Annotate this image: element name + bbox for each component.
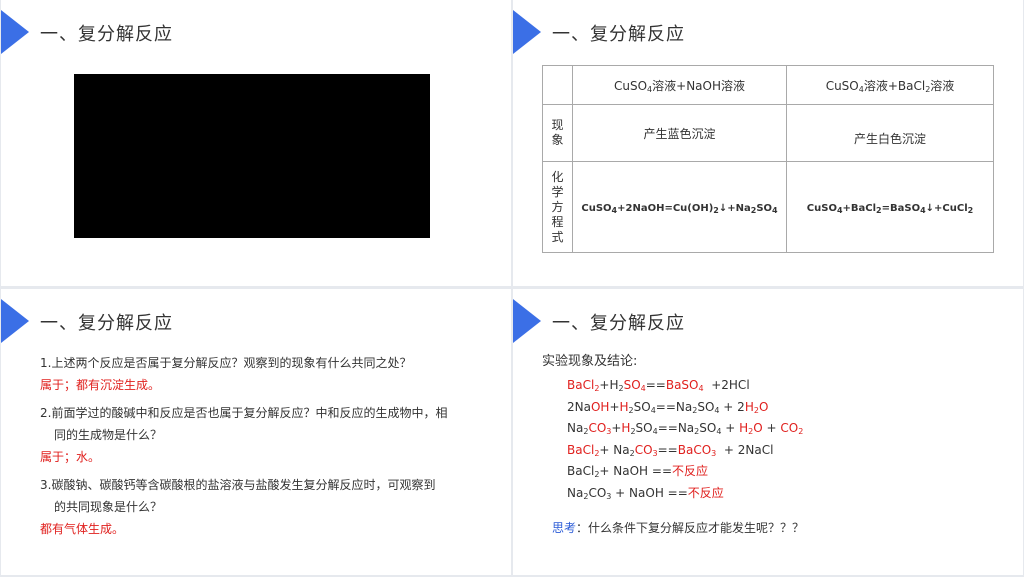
title-triangle-icon bbox=[1, 10, 29, 54]
row-equation-label: 化学方程式 bbox=[542, 161, 573, 253]
reaction-table: CuSO4溶液+NaOH溶液 CuSO4溶液+BaCl2溶液 现象 产生蓝色沉淀… bbox=[542, 65, 994, 253]
table-corner-cell bbox=[542, 65, 573, 105]
slide-title: 一、复分解反应 bbox=[40, 313, 173, 334]
question-2: 2.前面学过的酸碱中和反应是否也属于复分解反应？中和反应的生成物中，相同的生成物… bbox=[40, 406, 448, 442]
slide-conclusion: 一、复分解反应 实验现象及结论: BaCl2+H2SO4==BaSO4 +2HC… bbox=[513, 289, 1023, 575]
equation-line-6: Na2CO3 + NaOH ==不反应 bbox=[567, 485, 724, 501]
row-phenomenon-label: 现象 bbox=[542, 104, 573, 162]
video-placeholder[interactable] bbox=[74, 74, 430, 238]
equation-list: BaCl2+H2SO4==BaSO4 +2HCl 2NaOH+H2SO4==Na… bbox=[567, 375, 803, 504]
answer-1: 属于；都有沉淀生成。 bbox=[40, 378, 161, 392]
question-1: 1.上述两个反应是否属于复分解反应？观察到的现象有什么共同之处？ bbox=[40, 356, 412, 370]
equation-1: CuSO4+2NaOH=Cu(OH)2↓+Na2SO4 bbox=[572, 161, 787, 253]
think-question: 思考：什么条件下复分解反应才能发生呢？？？ bbox=[552, 521, 805, 535]
col1-header: CuSO4溶液+NaOH溶液 bbox=[572, 65, 787, 105]
slide-video: 一、复分解反应 bbox=[1, 0, 511, 286]
question-3: 3.碳酸钠、碳酸钙等含碳酸根的盐溶液与盐酸发生复分解反应时，可观察到的共同现象是… bbox=[40, 478, 436, 514]
conclusion-heading: 实验现象及结论: bbox=[542, 354, 638, 369]
equation-2: CuSO4+BaCl2=BaSO4↓+CuCl2 bbox=[786, 161, 994, 253]
slide-title: 一、复分解反应 bbox=[40, 24, 173, 45]
title-triangle-icon bbox=[513, 299, 541, 343]
slide-questions: 一、复分解反应 1.上述两个反应是否属于复分解反应？观察到的现象有什么共同之处？… bbox=[1, 289, 511, 575]
col2-header: CuSO4溶液+BaCl2溶液 bbox=[786, 65, 994, 105]
slide-title: 一、复分解反应 bbox=[552, 313, 685, 334]
equation-line-2: 2NaOH+H2SO4==Na2SO4 + 2H2O bbox=[567, 399, 769, 415]
question-list: 1.上述两个反应是否属于复分解反应？观察到的现象有什么共同之处？ 属于；都有沉淀… bbox=[40, 352, 490, 546]
title-triangle-icon bbox=[1, 299, 29, 343]
answer-2: 属于；水。 bbox=[40, 450, 101, 464]
equation-line-4: BaCl2+ Na2CO3==BaCO3 + 2NaCl bbox=[567, 442, 774, 458]
slide-title: 一、复分解反应 bbox=[552, 24, 685, 45]
equation-line-5: BaCl2+ NaOH ==不反应 bbox=[567, 464, 709, 479]
equation-line-3: Na2CO3+H2SO4==Na2SO4 + H2O + CO2 bbox=[567, 421, 804, 436]
phenomenon-1: 产生蓝色沉淀 bbox=[572, 104, 787, 162]
phenomenon-2: 产生白色沉淀 bbox=[786, 104, 994, 162]
equation-line-1: BaCl2+H2SO4==BaSO4 +2HCl bbox=[567, 378, 750, 393]
slide-table: 一、复分解反应 CuSO4溶液+NaOH溶液 CuSO4溶液+BaCl2溶液 现… bbox=[513, 0, 1023, 286]
title-triangle-icon bbox=[513, 10, 541, 54]
answer-3: 都有气体生成。 bbox=[40, 522, 125, 536]
